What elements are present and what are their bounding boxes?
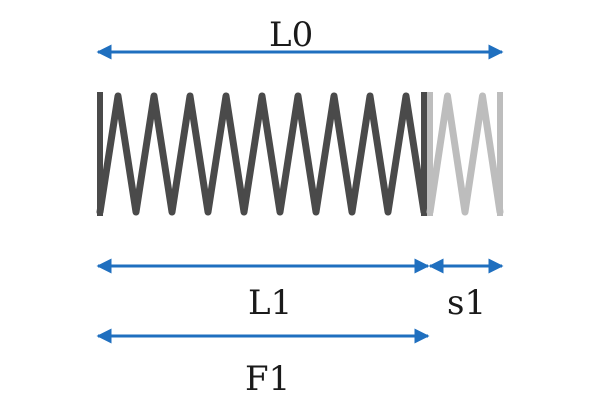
spring-light-coil-end-0: [427, 92, 433, 216]
s1-label: s1: [447, 283, 487, 323]
spring-dark-coil-end-0: [97, 92, 103, 216]
spring-extension-section: [426, 92, 504, 216]
spring-compressed-section: [96, 92, 428, 216]
l1-label: L1: [248, 283, 293, 323]
spring-dark-coil-end-1: [421, 92, 427, 216]
spring-light-coil: [426, 92, 504, 216]
spring-dark-coil: [96, 92, 428, 216]
l0-label: L0: [269, 15, 314, 55]
f1-label: F1: [245, 359, 291, 399]
spring-light-coil-end-1: [497, 92, 503, 216]
